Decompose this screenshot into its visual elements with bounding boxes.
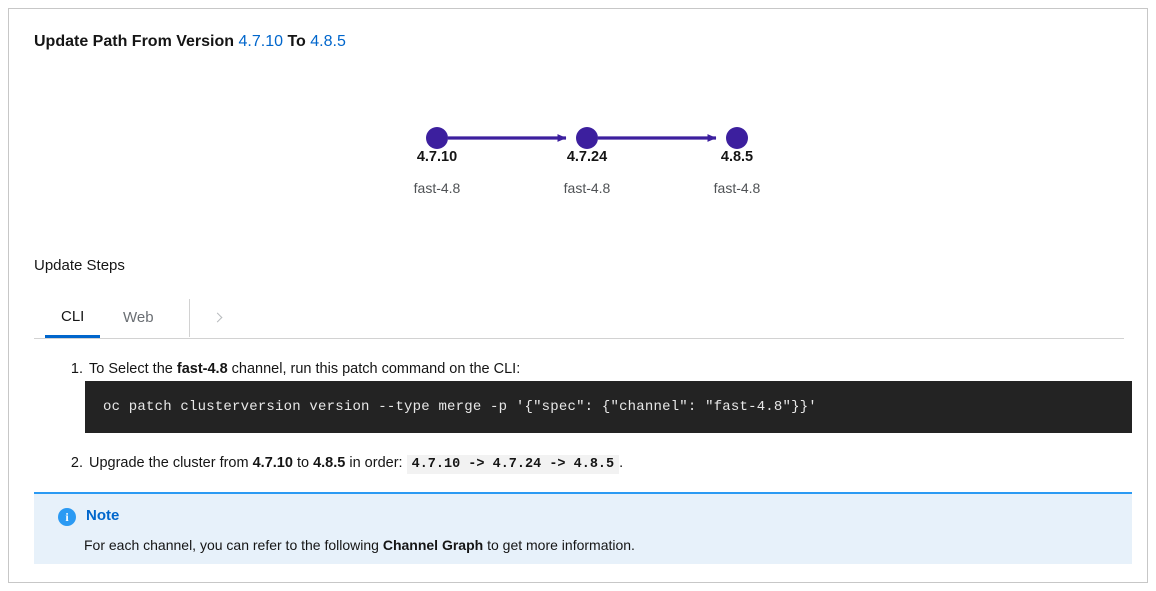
cli-command-text: oc patch clusterversion version --type m…	[103, 399, 817, 415]
step-2-from-version: 4.7.10	[252, 455, 293, 471]
note-body: For each channel, you can refer to the f…	[84, 535, 635, 555]
page-title-prefix: Update Path From Version	[34, 33, 235, 50]
step-2-text-order: in order:	[345, 455, 407, 471]
step-2-text-middle: to	[292, 455, 314, 471]
update-steps-list: 1. To Select the fast-4.8 channel, run t…	[67, 358, 1127, 380]
graph-node-2[interactable]	[576, 127, 598, 149]
step-2-text: Upgrade the cluster from 4.7.10 to 4.8.5…	[89, 455, 624, 474]
graph-node-label-1: 4.7.10 fast-4.8	[357, 147, 517, 198]
step-2-text-before: Upgrade the cluster from	[89, 455, 253, 471]
step-1-number: 1.	[70, 361, 83, 377]
step-2: 2. Upgrade the cluster from 4.7.10 to 4.…	[67, 452, 1127, 476]
step-1-text-after: channel, run this patch command on the C…	[227, 361, 521, 377]
step-2-text-end: .	[619, 455, 624, 471]
note-body-before: For each channel, you can refer to the f…	[84, 537, 383, 553]
step-1: 1. To Select the fast-4.8 channel, run t…	[67, 358, 1127, 380]
step-2-order-code: 4.7.10 -> 4.7.24 -> 4.8.5	[406, 455, 620, 474]
node-channel: fast-4.8	[563, 180, 611, 196]
step-1-text: To Select the fast-4.8 channel, run this…	[89, 361, 520, 377]
page-title-to-version: 4.8.5	[310, 33, 346, 50]
note-body-after: to get more information.	[483, 537, 635, 553]
note-alert: i Note For each channel, you can refer t…	[34, 492, 1132, 564]
node-channel: fast-4.8	[713, 180, 761, 196]
update-steps-tabbar: CLI Web	[34, 297, 1124, 339]
step-1-channel: fast-4.8	[176, 361, 228, 377]
graph-node-labels: 4.7.10 fast-4.8 4.7.24 fast-4.8 4.8.5 fa…	[9, 147, 1147, 217]
tab-web[interactable]: Web	[123, 309, 154, 326]
update-path-card: Update Path From Version 4.7.10 To 4.8.5…	[8, 8, 1148, 583]
step-2-to-version: 4.8.5	[313, 455, 346, 471]
page-title-connector: To	[287, 33, 306, 50]
cli-command-code-block[interactable]: oc patch clusterversion version --type m…	[85, 381, 1132, 433]
page-title: Update Path From Version 4.7.10 To 4.8.5	[34, 33, 346, 51]
tab-cli[interactable]: CLI	[45, 297, 101, 338]
node-version: 4.7.10	[416, 149, 458, 165]
tab-scroll-right-button[interactable]	[190, 297, 246, 338]
note-title: Note	[86, 507, 120, 524]
tabbar-divider	[189, 299, 190, 337]
node-version: 4.7.24	[566, 149, 608, 165]
step-2-number: 2.	[70, 455, 83, 471]
node-channel: fast-4.8	[413, 180, 461, 196]
update-steps-heading: Update Steps	[34, 257, 125, 274]
graph-node-label-2: 4.7.24 fast-4.8	[507, 147, 667, 198]
note-body-link[interactable]: Channel Graph	[382, 537, 484, 553]
update-path-graph-svg	[426, 127, 748, 149]
chevron-right-icon	[212, 312, 222, 323]
graph-node-3[interactable]	[726, 127, 748, 149]
graph-node-1[interactable]	[426, 127, 448, 149]
info-icon: i	[58, 508, 76, 526]
graph-node-label-3: 4.8.5 fast-4.8	[657, 147, 817, 198]
step-1-text-before: To Select the	[89, 361, 177, 377]
update-path-graph: 4.7.10 fast-4.8 4.7.24 fast-4.8 4.8.5 fa…	[9, 109, 1147, 219]
node-version: 4.8.5	[720, 149, 754, 165]
page-title-from-version: 4.7.10	[238, 33, 283, 50]
